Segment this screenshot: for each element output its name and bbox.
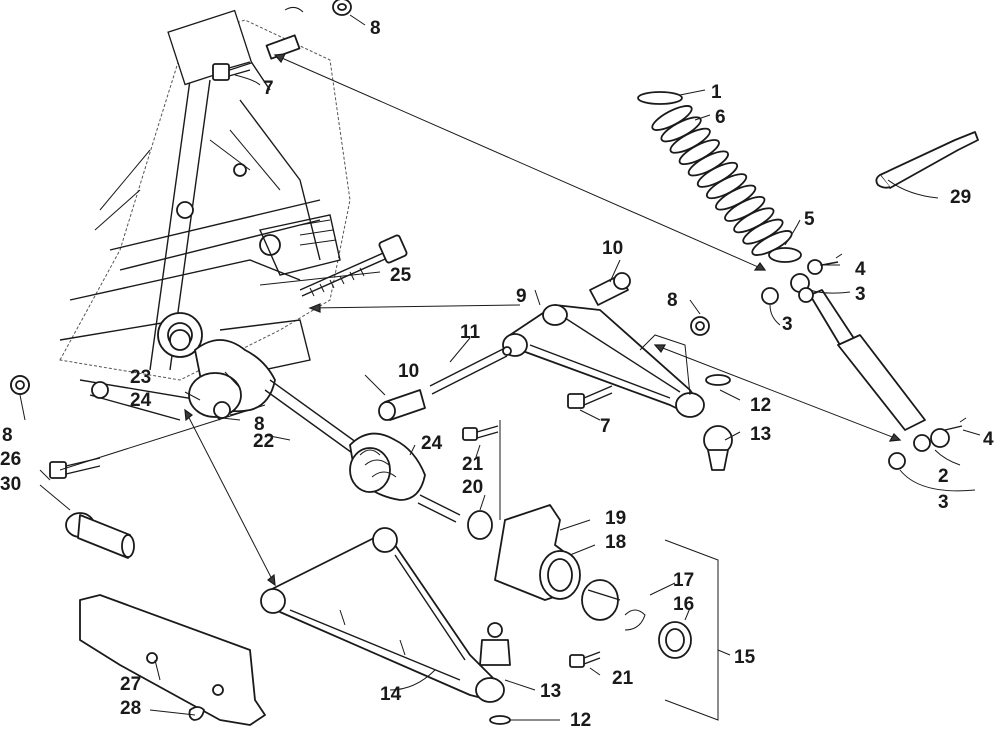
leader-lines — [19, 14, 981, 721]
label-13-bottom: 13 — [540, 681, 561, 702]
label-18: 18 — [605, 532, 626, 553]
label-3-right: 3 — [855, 284, 866, 305]
label-2: 2 — [938, 466, 949, 487]
hub-seal — [169, 329, 231, 419]
lower-a-arm — [260, 527, 505, 703]
label-10-top: 10 — [602, 238, 623, 259]
label-16: 16 — [673, 594, 694, 615]
label-27: 27 — [120, 674, 141, 695]
label-4-top: 4 — [855, 259, 866, 280]
label-21-top: 21 — [462, 454, 484, 475]
label-19: 19 — [605, 508, 626, 529]
label-21-bottom: 21 — [612, 668, 634, 689]
pivot-shaft-and-bushings — [378, 272, 631, 421]
coil-spring — [637, 91, 802, 263]
left-nut — [10, 375, 30, 395]
label-8-hub: 8 — [254, 414, 265, 435]
label-3-bottom: 3 — [938, 492, 949, 513]
label-8-mid: 8 — [667, 290, 678, 311]
a-arm-fasteners — [567, 316, 710, 409]
label-5: 5 — [804, 209, 815, 230]
bolt-and-tool — [49, 457, 135, 559]
label-8-top: 8 — [370, 18, 381, 39]
part-labels: 8 7 1 6 29 5 4 3 3 4 2 3 10 9 8 11 10 25… — [0, 18, 994, 731]
skid-plate — [79, 594, 266, 726]
label-26: 26 — [0, 449, 21, 470]
label-30: 30 — [0, 474, 21, 495]
vehicle-frame — [10, 6, 351, 421]
label-14: 14 — [380, 684, 402, 705]
label-28: 28 — [120, 698, 141, 719]
label-15: 15 — [734, 647, 756, 668]
lower-ball-joint — [479, 622, 511, 725]
knuckle-bolts — [462, 425, 601, 668]
label-1: 1 — [711, 82, 722, 103]
label-25: 25 — [390, 265, 412, 286]
label-7-mid: 7 — [600, 416, 611, 437]
label-3-left: 3 — [782, 314, 793, 335]
label-20: 20 — [462, 477, 483, 498]
label-13-top: 13 — [750, 424, 771, 445]
label-4-bottom: 4 — [983, 429, 994, 450]
upper-a-arm — [502, 304, 705, 418]
spanner-wrench — [875, 131, 979, 189]
label-6: 6 — [715, 107, 726, 128]
cv-axle — [188, 339, 461, 523]
label-24-right: 24 — [421, 433, 443, 454]
upper-ball-joint — [703, 374, 733, 471]
label-23: 23 — [130, 367, 151, 388]
shock-absorber — [761, 253, 967, 470]
upper-bolt-assembly — [212, 0, 352, 81]
label-17: 17 — [673, 570, 694, 591]
label-24-left: 24 — [130, 390, 152, 411]
label-22: 22 — [253, 431, 274, 452]
label-29: 29 — [950, 187, 971, 208]
steering-knuckle — [467, 504, 719, 721]
label-8-left: 8 — [2, 425, 13, 446]
label-10-left: 10 — [398, 361, 419, 382]
label-12-bottom: 12 — [570, 710, 591, 731]
label-7-top: 7 — [263, 78, 274, 99]
label-12-top: 12 — [750, 395, 771, 416]
assembly-arrows — [59, 53, 902, 587]
label-11: 11 — [460, 322, 481, 343]
label-9: 9 — [516, 286, 527, 307]
